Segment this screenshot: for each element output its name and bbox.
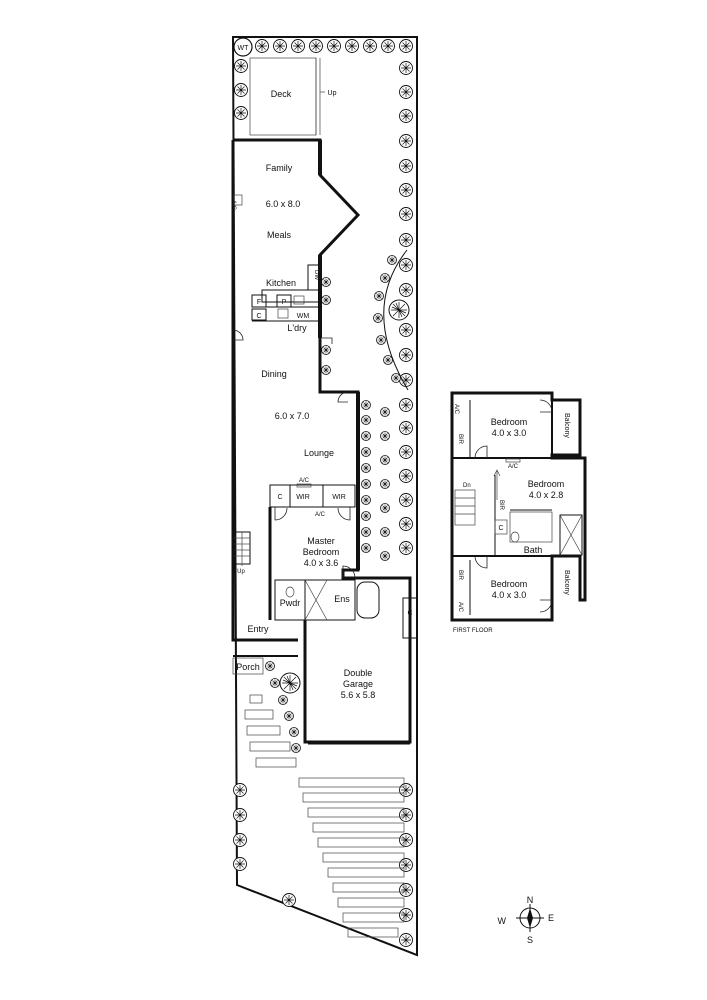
- family-label: Family: [266, 163, 293, 173]
- compass-west: W: [498, 916, 507, 926]
- garage-label-2: Garage: [343, 679, 373, 689]
- fridge-label: F: [257, 299, 261, 306]
- laundry-label: L'dry: [287, 323, 307, 333]
- first-ac2-label: A/C: [508, 464, 519, 470]
- stairs: [233, 531, 251, 566]
- stairs-up-label: Up: [237, 569, 245, 575]
- house-outline: [231, 138, 412, 744]
- cupboard-garage-label: C: [407, 610, 412, 617]
- first-bed2-dimensions: 4.0 x 2.8: [529, 490, 564, 500]
- ac-lounge-label: A/C: [299, 478, 310, 484]
- master-label: Master: [307, 536, 335, 546]
- ensuite-label: Ens: [334, 594, 350, 604]
- wir2-label: WIR: [332, 494, 346, 501]
- first-floor-caption: FIRST FLOOR: [453, 628, 493, 634]
- entry-label: Entry: [247, 624, 269, 634]
- rear-shrubs: [234, 39, 413, 120]
- master-bedroom-label: Bedroom: [303, 547, 340, 557]
- first-bir3-label: BIR: [457, 570, 463, 581]
- front-shrubs: [265, 661, 301, 907]
- water-tank: [233, 37, 253, 57]
- powder-label: Pwdr: [280, 598, 301, 608]
- garage-dimensions: 5.6 x 5.8: [341, 690, 376, 700]
- ac-bed-label: A/C: [315, 512, 326, 518]
- first-bed3-dimensions: 4.0 x 3.0: [492, 590, 527, 600]
- rear-wall-hatch: [318, 140, 360, 570]
- compass-south: S: [527, 935, 533, 945]
- garden-bed: [373, 249, 410, 391]
- first-bir1-label: BIR: [457, 434, 463, 445]
- family-dimensions: 6.0 x 8.0: [266, 199, 301, 209]
- first-ac1-label: A/C: [453, 404, 459, 415]
- porch-label: Porch: [236, 662, 260, 672]
- deck-label: Deck: [271, 89, 292, 99]
- compass-north: N: [527, 895, 534, 905]
- lounge-label: Lounge: [304, 448, 334, 458]
- ensuite: [304, 579, 356, 621]
- site-boundary: [231, 36, 418, 957]
- wir1-label: WIR: [296, 494, 310, 501]
- first-bed2-label: Bedroom: [528, 479, 565, 489]
- deck-up-label: Up: [328, 90, 337, 97]
- first-balcony1-label: Balcony: [563, 413, 570, 438]
- first-dn-label: Dn: [463, 483, 471, 489]
- meals-label: Meals: [267, 230, 292, 240]
- compass: N S E W: [498, 895, 555, 945]
- ac-family-label: A/C: [230, 200, 236, 211]
- pantry-label: P: [282, 299, 287, 306]
- first-bed1-dimensions: 4.0 x 3.0: [492, 428, 527, 438]
- first-cupboard-label: C: [498, 525, 503, 532]
- compass-east: E: [548, 913, 554, 923]
- ground-floor: WT Deck Up: [230, 36, 418, 957]
- first-floor: A/C BIR Bedroom 4.0 x 3.0 Balcony A/C Dn…: [450, 391, 587, 634]
- first-balcony2-label: Balcony: [563, 570, 570, 595]
- water-tank-label: WT: [238, 45, 250, 52]
- garage-label-1: Double: [344, 668, 373, 678]
- wir-block: [269, 484, 356, 508]
- stepping-pavers: [244, 694, 405, 938]
- first-ac3-label: A/C: [457, 602, 463, 613]
- first-bed1-label: Bedroom: [491, 417, 528, 427]
- first-bath-label: Bath: [524, 545, 543, 555]
- washing-machine-label: WM: [297, 313, 310, 320]
- master-dimensions: 4.0 x 3.6: [304, 558, 339, 568]
- dining-label: Dining: [261, 369, 287, 379]
- dishwasher-label: DW: [313, 270, 319, 280]
- kitchen-label: Kitchen: [266, 278, 296, 288]
- cupboard-wir-label: C: [277, 494, 282, 501]
- first-bed3-label: Bedroom: [491, 579, 528, 589]
- first-bir2-label: BIR: [498, 500, 504, 511]
- cupboard-kitchen-label: C: [256, 313, 261, 320]
- dining-lounge-dimensions: 6.0 x 7.0: [275, 411, 310, 421]
